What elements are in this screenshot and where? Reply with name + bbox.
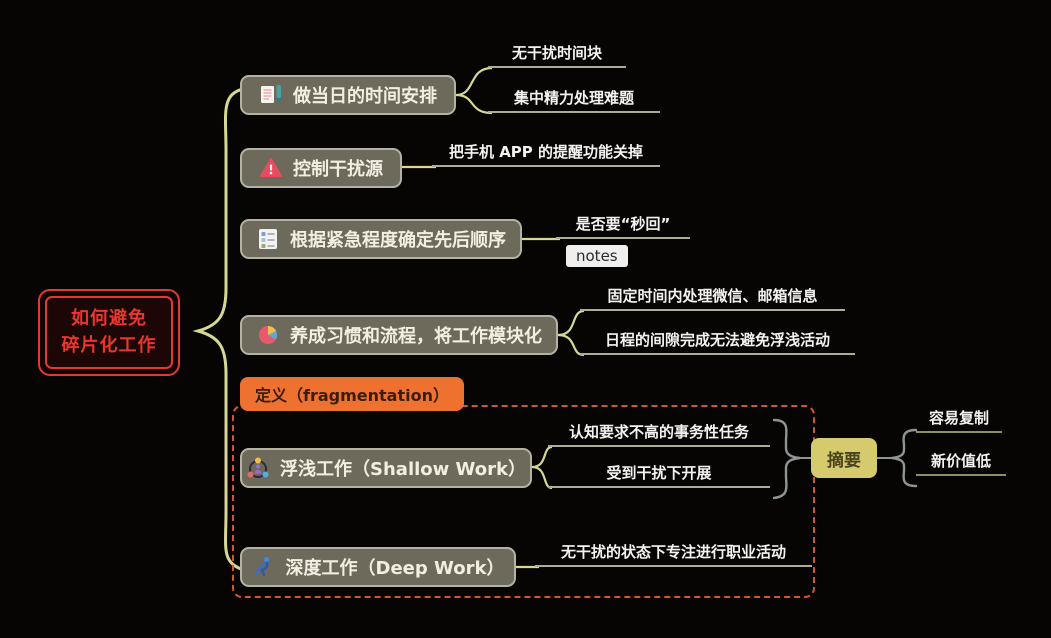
summary-right-brace — [891, 428, 918, 488]
leaf-topic-easy-to-copy[interactable]: 容易复制 — [916, 408, 1002, 433]
leaf-topic-no-interrupt-block[interactable]: 无干扰时间块 — [488, 43, 626, 68]
root-topic-text: 如何避免 碎片化工作 — [45, 296, 173, 369]
leaf-topic-under-interference[interactable]: 受到干扰下开展 — [548, 463, 770, 488]
topic-label: 根据紧急程度确定先后顺序 — [290, 230, 506, 251]
topic-shallow-work[interactable]: 浮浅工作（Shallow Work） — [240, 448, 532, 488]
notes-callout[interactable]: notes — [566, 245, 628, 267]
topic-label: 控制干扰源 — [293, 159, 383, 180]
warning-icon — [259, 156, 283, 180]
root-topic-line1: 如何避免 — [71, 308, 147, 330]
person-icon — [252, 555, 276, 579]
root-topic-line2: 碎片化工作 — [61, 334, 157, 356]
leaf-topic-low-new-value[interactable]: 新价值低 — [916, 451, 1006, 476]
topic-deep-work[interactable]: 深度工作（Deep Work） — [240, 547, 516, 587]
branch1-fork — [455, 66, 493, 115]
memo-icon — [259, 83, 283, 107]
pie-chart-icon — [256, 323, 280, 347]
topic-label: 深度工作（Deep Work） — [285, 558, 505, 579]
leaf-topic-low-cognitive-tasks[interactable]: 认知要求不高的事务性任务 — [548, 422, 770, 447]
leaf-topic-focus-hard-problems[interactable]: 集中精力处理难题 — [488, 88, 660, 113]
leaf-topic-instant-reply[interactable]: 是否要“秒回” — [556, 214, 690, 239]
topic-daily-schedule[interactable]: 做当日的时间安排 — [240, 75, 456, 115]
leaf-topic-turn-off-app-alerts[interactable]: 把手机 APP 的提醒功能关掉 — [432, 142, 660, 167]
topic-control-distractions[interactable]: 控制干扰源 — [240, 148, 402, 188]
leaf-topic-gaps-shallow-activities[interactable]: 日程的间隙完成无法避免浮浅活动 — [580, 330, 855, 355]
definition-boundary-label[interactable]: 定义（fragmentation） — [240, 377, 464, 411]
topic-label: 做当日的时间安排 — [293, 86, 437, 107]
leaf-topic-focus-professional-activity[interactable]: 无干扰的状态下专注进行职业活动 — [535, 542, 812, 567]
topic-label: 养成习惯和流程，将工作模块化 — [290, 326, 542, 347]
root-topic[interactable]: 如何避免 碎片化工作 — [38, 289, 180, 376]
leaf-topic-fixed-time-messages[interactable]: 固定时间内处理微信、邮箱信息 — [580, 286, 845, 311]
checklist-icon — [256, 227, 280, 251]
topic-build-habits-modularize[interactable]: 养成习惯和流程，将工作模块化 — [240, 315, 558, 355]
summary-topic[interactable]: 摘要 — [811, 438, 877, 478]
topic-prioritize-by-urgency[interactable]: 根据紧急程度确定先后顺序 — [240, 219, 522, 259]
group-icon — [246, 456, 270, 480]
topic-label: 浮浅工作（Shallow Work） — [280, 459, 526, 480]
